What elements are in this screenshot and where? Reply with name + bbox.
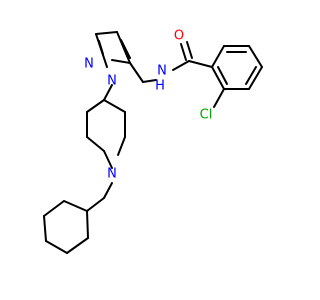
- bond: [86, 136, 105, 152]
- bond: [63, 200, 88, 212]
- bond-carbonyl-2: [186, 41, 193, 59]
- aromatic-bond: [98, 40, 104, 55]
- benzene-ring: [211, 45, 263, 108]
- bond: [86, 99, 105, 113]
- bond-c-n: [172, 60, 190, 71]
- bond: [86, 210, 89, 239]
- bond-c-nh: [142, 79, 157, 83]
- aromatic-bond: [245, 66, 257, 85]
- bond: [111, 59, 131, 64]
- bond: [117, 136, 126, 156]
- bond: [103, 150, 113, 169]
- atom-pyrazole-n2: N: [107, 74, 117, 89]
- bond: [45, 240, 68, 254]
- bond-n-piperidine: [103, 84, 113, 101]
- bond: [66, 237, 89, 254]
- piperidine-ring: [86, 99, 126, 212]
- atom-amide-hydrogen: H: [155, 79, 165, 94]
- atom-chlorine: Cl: [200, 108, 213, 123]
- structure-diagram: O N H Cl N N N: [0, 0, 300, 300]
- bond-ch2-cy: [86, 197, 105, 212]
- atom-amide-nitrogen: N: [157, 64, 167, 79]
- atom-piperidine-nitrogen: N: [107, 167, 117, 182]
- background: [0, 0, 300, 300]
- molecule-canvas: O N H Cl N N N: [0, 0, 300, 300]
- amide-group: [172, 41, 213, 71]
- bond: [43, 200, 65, 217]
- bond: [211, 45, 225, 68]
- bond-c-aryl: [188, 60, 213, 68]
- bond: [95, 31, 118, 35]
- bond: [43, 215, 47, 242]
- bond: [129, 62, 144, 83]
- bond: [116, 31, 131, 64]
- atom-oxygen: O: [174, 29, 184, 44]
- bond-carbonyl-1: [180, 43, 187, 61]
- bond: [248, 45, 263, 68]
- cyclohexane-ring: [43, 200, 89, 254]
- atom-pyrazole-n1: N: [84, 57, 94, 72]
- bond-aryl-cl: [213, 88, 225, 108]
- bond: [248, 66, 263, 90]
- pyrazole-ring: [95, 31, 157, 101]
- bond-n-ch2: [103, 182, 113, 199]
- aromatic-bond: [120, 39, 131, 59]
- aromatic-bond: [217, 66, 228, 85]
- bond: [103, 99, 126, 113]
- bond: [211, 66, 225, 90]
